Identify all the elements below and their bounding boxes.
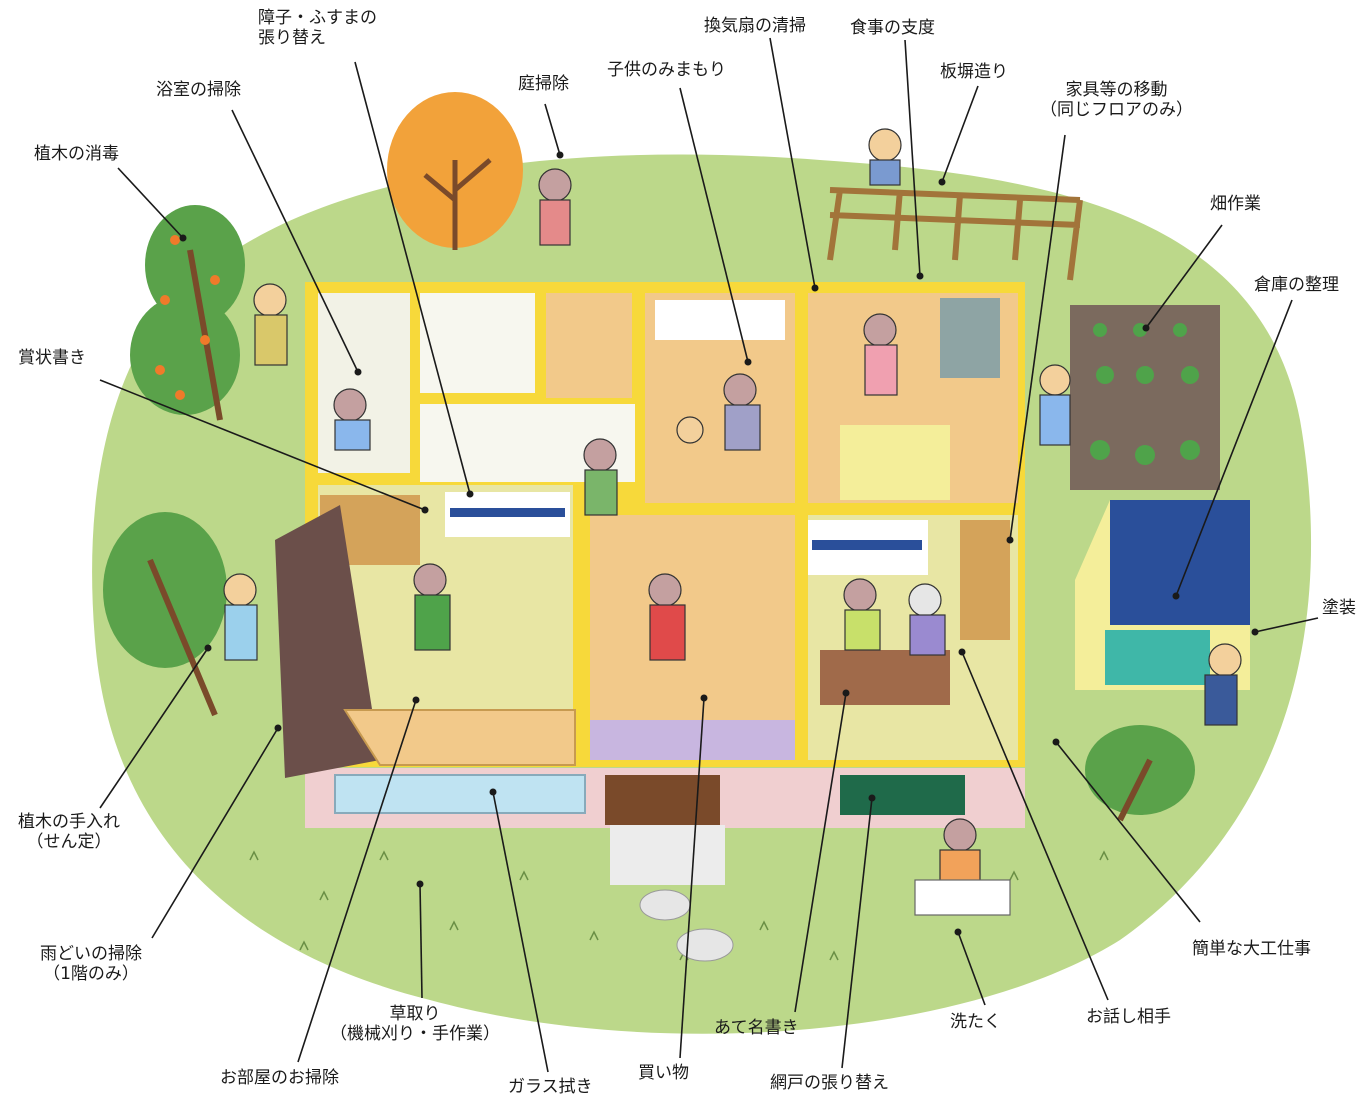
- label-heya: お部屋のお掃除: [220, 1068, 339, 1088]
- label-amido: 網戸の張り替え: [770, 1073, 889, 1093]
- label-kusa-line1: 草取り: [389, 1004, 441, 1024]
- vegetable-field: [1070, 305, 1220, 490]
- tree-lower-left: [103, 512, 227, 717]
- fruit-tree-left: [130, 205, 245, 421]
- label-kodomo: 子供のみまもり: [607, 60, 726, 80]
- label-sentaku-line1: 洗たく: [950, 1012, 1001, 1032]
- label-itabei: 板塀造り: [940, 62, 1008, 82]
- label-itabei-line1: 板塀造り: [940, 62, 1008, 82]
- label-atena-line1: あて名書き: [714, 1018, 799, 1038]
- label-hatake: 畑作業: [1210, 194, 1261, 214]
- label-tosou-line1: 塗装: [1322, 598, 1356, 618]
- label-ohanashi: お話し相手: [1086, 1007, 1171, 1027]
- label-heya-line1: お部屋のお掃除: [220, 1068, 339, 1088]
- label-garasu-line1: ガラス拭き: [508, 1077, 593, 1097]
- label-kanki: 換気扇の清掃: [704, 16, 806, 36]
- label-shoji-line1: 障子・ふすまの: [258, 8, 377, 28]
- label-hatake-line1: 畑作業: [1210, 194, 1261, 214]
- label-yokushitsu: 浴室の掃除: [156, 80, 241, 100]
- label-amido-line1: 網戸の張り替え: [770, 1073, 889, 1093]
- label-shojo: 賞状書き: [18, 348, 86, 368]
- label-shokuji-line1: 食事の支度: [850, 18, 935, 38]
- label-shoji-line2: 張り替え: [258, 28, 326, 48]
- leader-lines: [99, 37, 1319, 1073]
- label-daiku-line1: 簡単な大工仕事: [1192, 939, 1311, 959]
- tree-lower-right: [1085, 725, 1195, 822]
- label-kanki-line1: 換気扇の清掃: [704, 16, 806, 36]
- label-souko-line1: 倉庫の整理: [1254, 275, 1339, 295]
- label-kaimono: 買い物: [638, 1063, 689, 1083]
- wooden-fence: [827, 187, 1083, 281]
- label-niwa-line1: 庭掃除: [518, 74, 569, 94]
- label-shojo-line1: 賞状書き: [18, 348, 86, 368]
- orange-tree-top: [387, 92, 523, 250]
- label-daiku: 簡単な大工仕事: [1192, 939, 1311, 959]
- label-kusa-line2: （機械刈り・手作業）: [330, 1024, 500, 1044]
- label-sentaku: 洗たく: [950, 1012, 1001, 1032]
- label-shoji: 障子・ふすまの 張り替え: [258, 8, 377, 48]
- label-teire-line2: （せん定）: [26, 832, 112, 852]
- label-tosou: 塗装: [1322, 598, 1356, 618]
- label-atena: あて名書き: [714, 1018, 799, 1038]
- label-amadoi-line2: （1階のみ）: [43, 964, 139, 984]
- label-kaimono-line1: 買い物: [638, 1063, 689, 1083]
- label-niwa: 庭掃除: [518, 74, 569, 94]
- label-amadoi-line1: 雨どいの掃除: [40, 944, 142, 964]
- label-kodomo-line1: 子供のみまもり: [607, 60, 726, 80]
- label-shodoku: 植木の消毒: [34, 144, 119, 164]
- label-kagu-line2: （同じフロアのみ）: [1040, 100, 1193, 120]
- label-souko: 倉庫の整理: [1254, 275, 1339, 295]
- storage-shed: [1075, 500, 1250, 690]
- label-garasu: ガラス拭き: [508, 1077, 593, 1097]
- label-amadoi: 雨どいの掃除 （1階のみ）: [40, 944, 142, 984]
- label-yokushitsu-line1: 浴室の掃除: [156, 80, 241, 100]
- label-kagu: 家具等の移動 （同じフロアのみ）: [1040, 80, 1193, 120]
- roof: [275, 505, 576, 778]
- label-teire-line1: 植木の手入れ: [18, 812, 120, 832]
- label-kusa: 草取り （機械刈り・手作業）: [330, 1004, 500, 1044]
- label-ohanashi-line1: お話し相手: [1086, 1007, 1171, 1027]
- people: [223, 128, 1242, 916]
- label-teire: 植木の手入れ （せん定）: [18, 812, 120, 852]
- label-shodoku-line1: 植木の消毒: [34, 144, 119, 164]
- label-shokuji: 食事の支度: [850, 18, 935, 38]
- label-kagu-line1: 家具等の移動: [1065, 80, 1168, 100]
- leader-dots: [179, 151, 1259, 936]
